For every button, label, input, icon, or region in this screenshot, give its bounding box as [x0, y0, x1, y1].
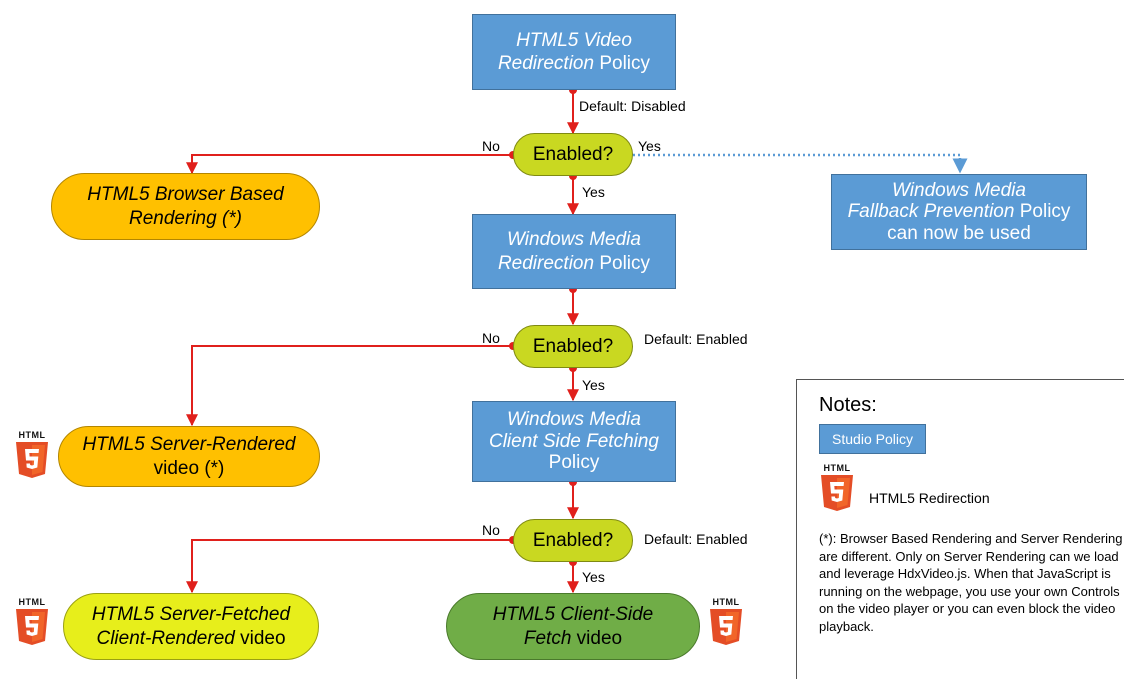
notes-footnote: (*): Browser Based Rendering and Server …: [819, 531, 1123, 634]
html5-icon: HTML: [12, 430, 52, 480]
policy-line-2: Client Side Fetching: [488, 430, 660, 452]
policy-title-italic-2: Redirection: [497, 252, 595, 274]
outcome-browser-based-rendering: HTML5 Browser Based Rendering (*): [51, 173, 320, 240]
connector-decision3-no: [186, 539, 513, 594]
legend-html5-redirection: HTML5 Redirection: [869, 490, 990, 506]
outcome-line-1: HTML5 Browser Based: [87, 183, 284, 205]
outcome-line-1: HTML5 Server-Rendered: [82, 433, 296, 455]
label-default-enabled-1: Default: Enabled: [644, 331, 748, 347]
policy-fallback-prevention: Windows Media Fallback Prevention Policy…: [831, 174, 1087, 250]
label-yes-right: Yes: [638, 138, 661, 154]
label-default-enabled-2: Default: Enabled: [644, 531, 748, 547]
policy-suffix: Policy: [594, 53, 651, 74]
notes-title: Notes:: [819, 394, 877, 416]
policy-line-2-italic: Fallback Prevention: [847, 201, 1015, 223]
policy-line-1: Windows Media: [507, 408, 641, 430]
label-no-3: No: [482, 522, 500, 538]
outcome-line-2: Rendering (*): [129, 207, 242, 229]
html5-icon: HTML: [12, 597, 52, 647]
decision-label: Enabled?: [532, 143, 614, 165]
decision-label: Enabled?: [532, 529, 614, 551]
decision-enabled-3: Enabled?: [513, 519, 633, 562]
outcome-client-side-fetch-video: HTML5 Client-Side Fetch video: [446, 593, 700, 660]
decision-label: Enabled?: [532, 335, 614, 357]
outcome-server-fetched-client-rendered: HTML5 Server-Fetched Client-Rendered vid…: [63, 593, 319, 660]
outcome-server-rendered-video: HTML5 Server-Rendered video (*): [58, 426, 320, 487]
policy-windows-media-redirection: Windows Media Redirection Policy: [472, 214, 676, 289]
outcome-line-1: HTML5 Client-Side: [492, 603, 654, 625]
policy-title-italic: Windows Media: [507, 229, 641, 251]
policy-line-2-rest: Policy: [1014, 201, 1071, 223]
policy-line-3: can now be used: [887, 222, 1031, 244]
policy-title-italic: HTML5 Video: [516, 29, 632, 51]
label-yes-3: Yes: [582, 569, 605, 585]
policy-html5-video-redirection: HTML5 Video Redirection Policy: [472, 14, 676, 90]
outcome-line-2-rest: video: [571, 627, 623, 649]
label-no-1: No: [482, 138, 500, 154]
label-yes-1: Yes: [582, 184, 605, 200]
policy-client-side-fetching: Windows Media Client Side Fetching Polic…: [472, 401, 676, 482]
decision-enabled-1: Enabled?: [513, 133, 633, 176]
outcome-line-2-rest: video: [234, 627, 286, 649]
label-yes-2: Yes: [582, 377, 605, 393]
outcome-line-2: video (*): [153, 457, 225, 479]
outcome-line-2-italic: Client-Rendered: [96, 627, 235, 649]
connector-decision1-no: [186, 154, 513, 175]
label-default-disabled: Default: Disabled: [579, 98, 686, 114]
policy-title-italic-2: Redirection: [497, 53, 595, 74]
legend-studio-policy-label: Studio Policy: [832, 431, 913, 447]
connector-decision2-no: [186, 345, 513, 427]
decision-enabled-2: Enabled?: [513, 325, 633, 368]
outcome-line-2-italic: Fetch: [523, 627, 572, 649]
policy-line-3: Policy: [548, 452, 600, 474]
connector-decision1-yes-dotted: [633, 153, 968, 174]
notes-panel: Notes: Studio Policy HTML HTML5 Redirect…: [796, 379, 1124, 679]
policy-suffix: Policy: [594, 252, 651, 274]
policy-line-1: Windows Media: [892, 179, 1026, 201]
legend-studio-policy: Studio Policy: [819, 424, 926, 454]
html5-icon: HTML: [817, 463, 857, 513]
outcome-line-1: HTML5 Server-Fetched: [91, 603, 291, 625]
label-no-2: No: [482, 330, 500, 346]
html5-icon: HTML: [706, 597, 746, 647]
